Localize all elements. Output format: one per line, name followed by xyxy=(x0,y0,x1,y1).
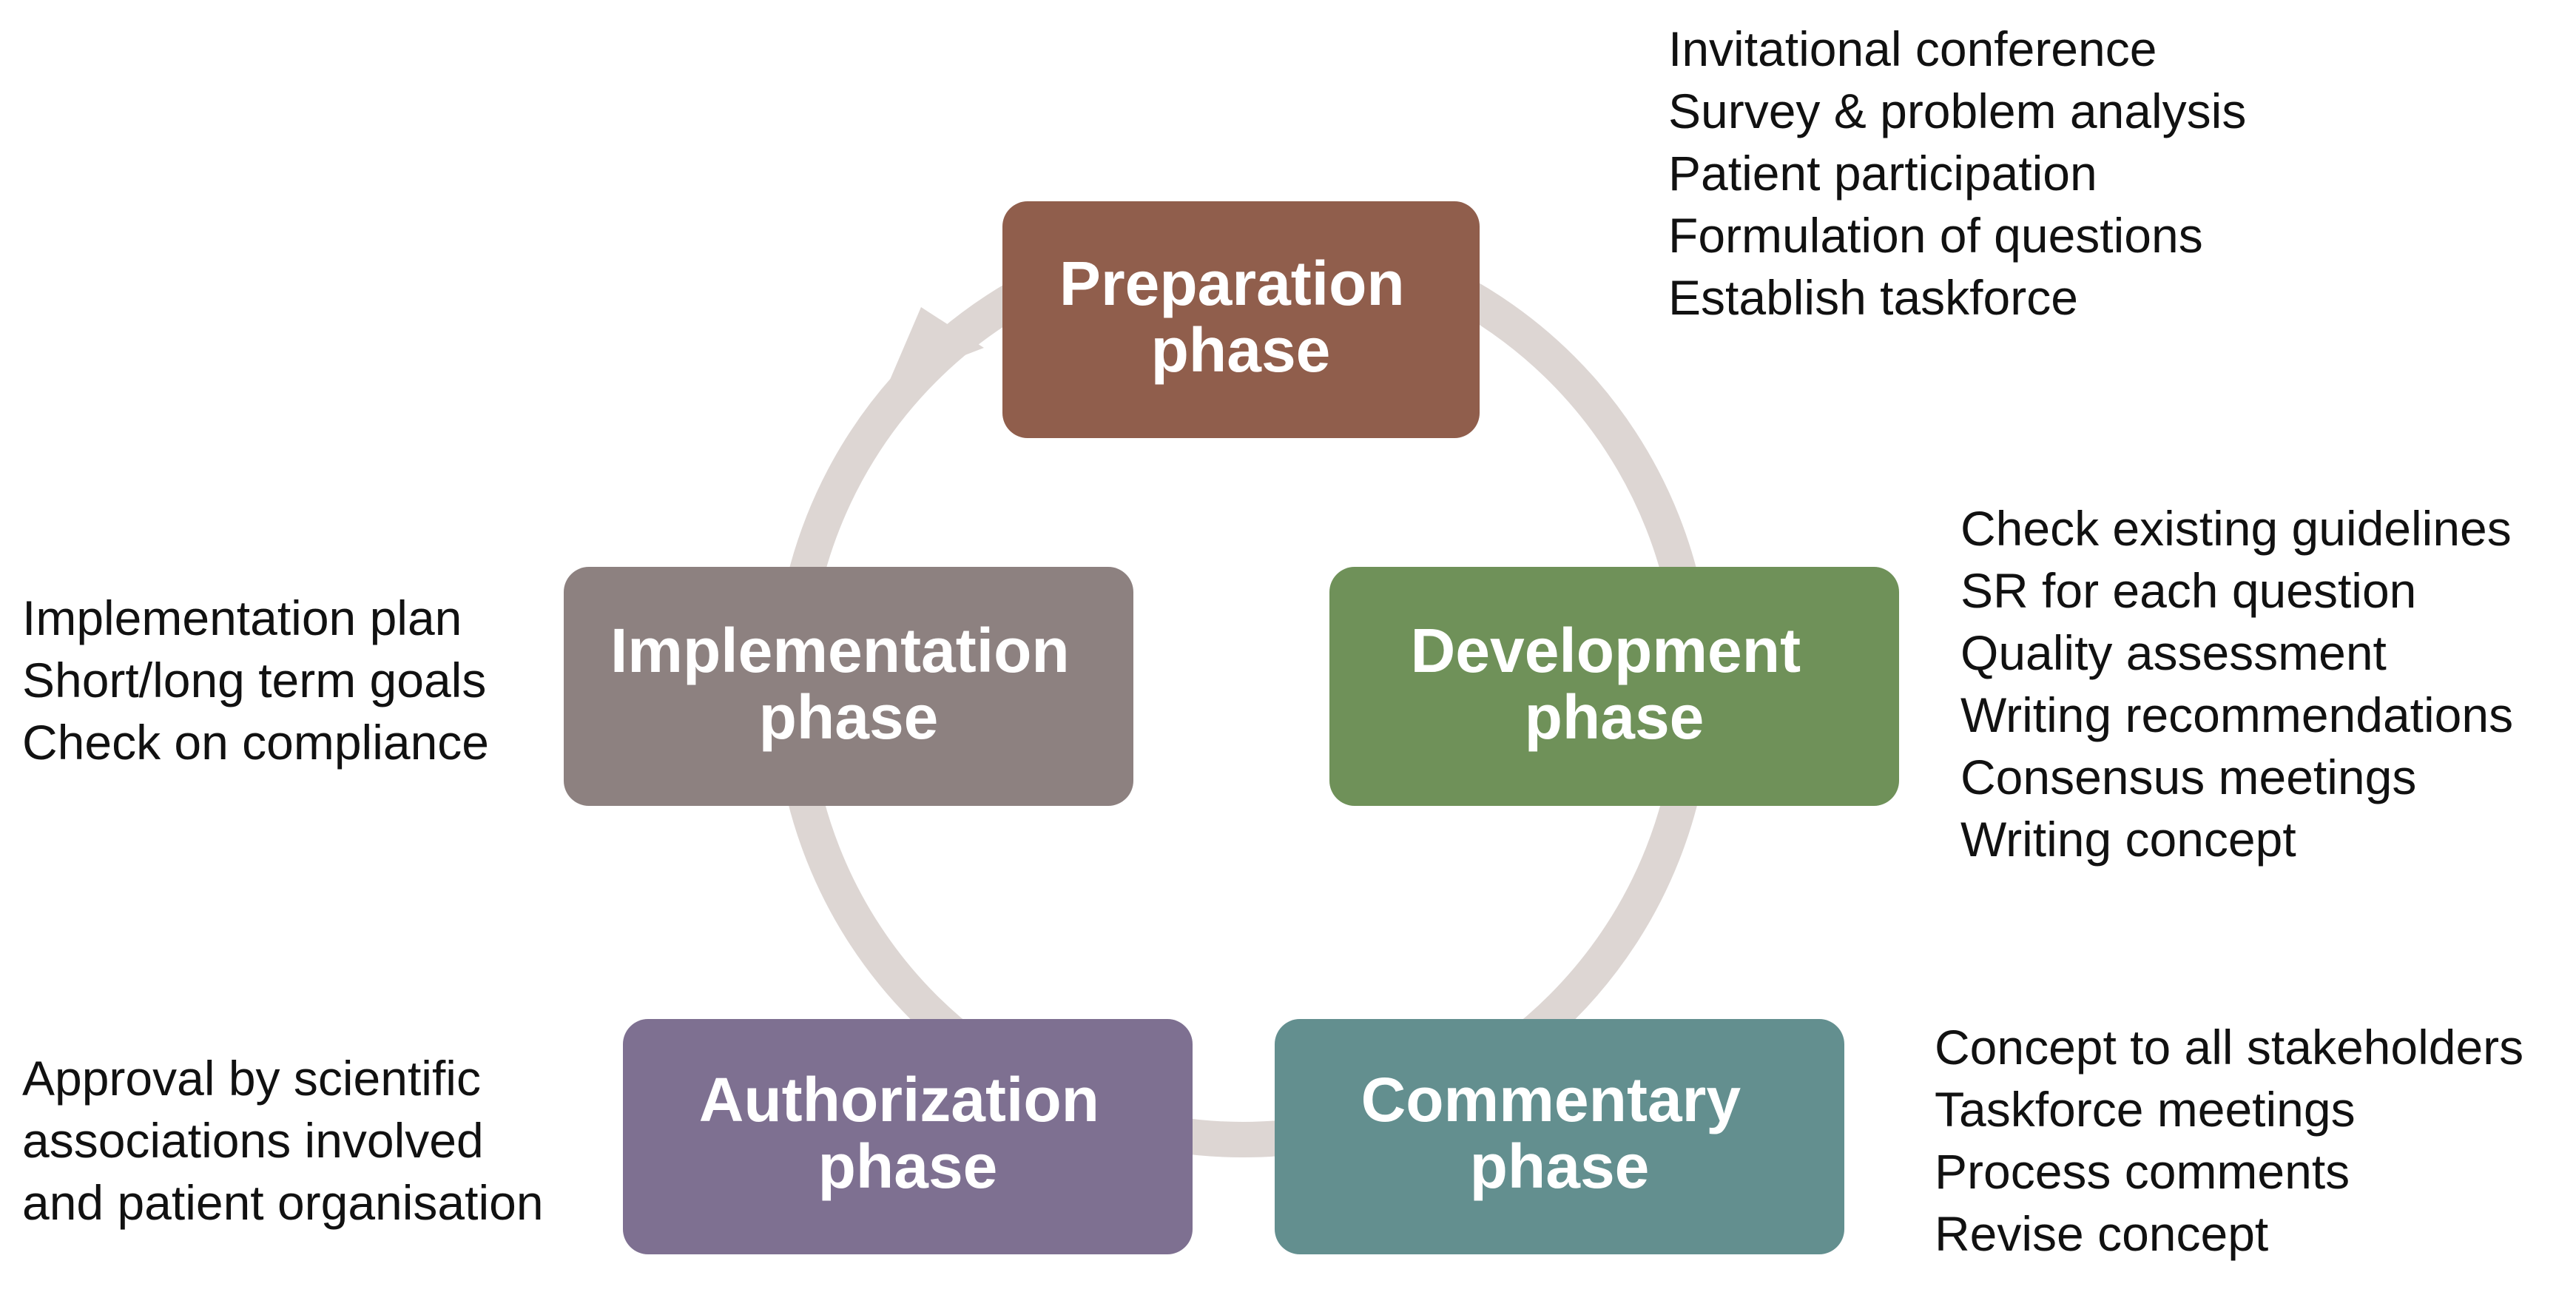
note-item: Consensus meetings xyxy=(1960,750,2417,804)
phase-label-line1: Preparation xyxy=(1059,249,1405,318)
note-authorization: Approval by scientific associations invo… xyxy=(22,1047,544,1234)
note-item: Taskforce meetings xyxy=(1935,1082,2356,1137)
note-item: Survey & problem analysis xyxy=(1668,84,2247,138)
note-item: Check existing guidelines xyxy=(1960,501,2512,556)
phase-box-commentary xyxy=(1275,1019,1844,1254)
phase-label-line2: phase xyxy=(1470,1131,1650,1201)
note-item: associations involved xyxy=(22,1113,484,1168)
phase-box-authorization xyxy=(623,1019,1193,1254)
note-item: Check on compliance xyxy=(22,715,489,770)
note-commentary: Concept to all stakeholders Taskforce me… xyxy=(1935,1016,2523,1265)
phase-label-line2: phase xyxy=(818,1131,998,1201)
note-item: Writing concept xyxy=(1960,812,2296,867)
note-item: and patient organisation xyxy=(22,1175,544,1230)
note-item: Revise concept xyxy=(1935,1206,2269,1261)
phase-commentary: Commentary phase xyxy=(1275,1019,1844,1254)
phase-label-line2: phase xyxy=(1151,315,1331,385)
phase-development: Development phase xyxy=(1329,567,1899,806)
cycle-arrowhead-icon xyxy=(888,307,984,385)
note-development: Check existing guidelines SR for each qu… xyxy=(1960,497,2513,870)
note-item: Establish taskforce xyxy=(1668,270,2078,325)
note-preparation: Invitational conference Survey & problem… xyxy=(1668,18,2246,329)
phase-label-line2: phase xyxy=(1525,682,1705,752)
phase-authorization: Authorization phase xyxy=(623,1019,1193,1254)
note-item: SR for each question xyxy=(1960,563,2417,618)
phase-label-development: Development phase xyxy=(1411,616,1818,752)
phase-label-preparation: Preparation phase xyxy=(1059,249,1422,385)
phase-box-implementation xyxy=(564,567,1133,806)
note-item: Formulation of questions xyxy=(1668,208,2203,263)
note-item: Quality assessment xyxy=(1960,625,2387,680)
note-item: Concept to all stakeholders xyxy=(1935,1020,2524,1075)
phase-label-line1: Development xyxy=(1411,616,1801,685)
phase-label-line1: Implementation xyxy=(610,616,1070,685)
phase-box-development xyxy=(1329,567,1899,806)
note-item: Short/long term goals xyxy=(22,653,487,707)
note-item: Writing recommendations xyxy=(1960,687,2514,742)
phase-label-line1: Commentary xyxy=(1361,1065,1742,1134)
phase-label-line1: Authorization xyxy=(699,1065,1099,1134)
phase-label-implementation: Implementation phase xyxy=(610,616,1087,752)
phase-preparation: Preparation phase xyxy=(1002,201,1480,438)
note-item: Patient participation xyxy=(1668,146,2097,201)
phase-label-authorization: Authorization phase xyxy=(699,1065,1117,1201)
note-implementation: Implementation plan Short/long term goal… xyxy=(22,587,489,773)
phase-implementation: Implementation phase xyxy=(564,567,1133,806)
phase-label-line2: phase xyxy=(759,682,939,752)
phase-box-preparation xyxy=(1002,201,1480,438)
phase-label-commentary: Commentary phase xyxy=(1361,1065,1759,1201)
note-item: Approval by scientific xyxy=(22,1051,481,1106)
note-item: Invitational conference xyxy=(1668,21,2157,76)
note-item: Process comments xyxy=(1935,1144,2350,1199)
note-item: Implementation plan xyxy=(22,591,462,645)
